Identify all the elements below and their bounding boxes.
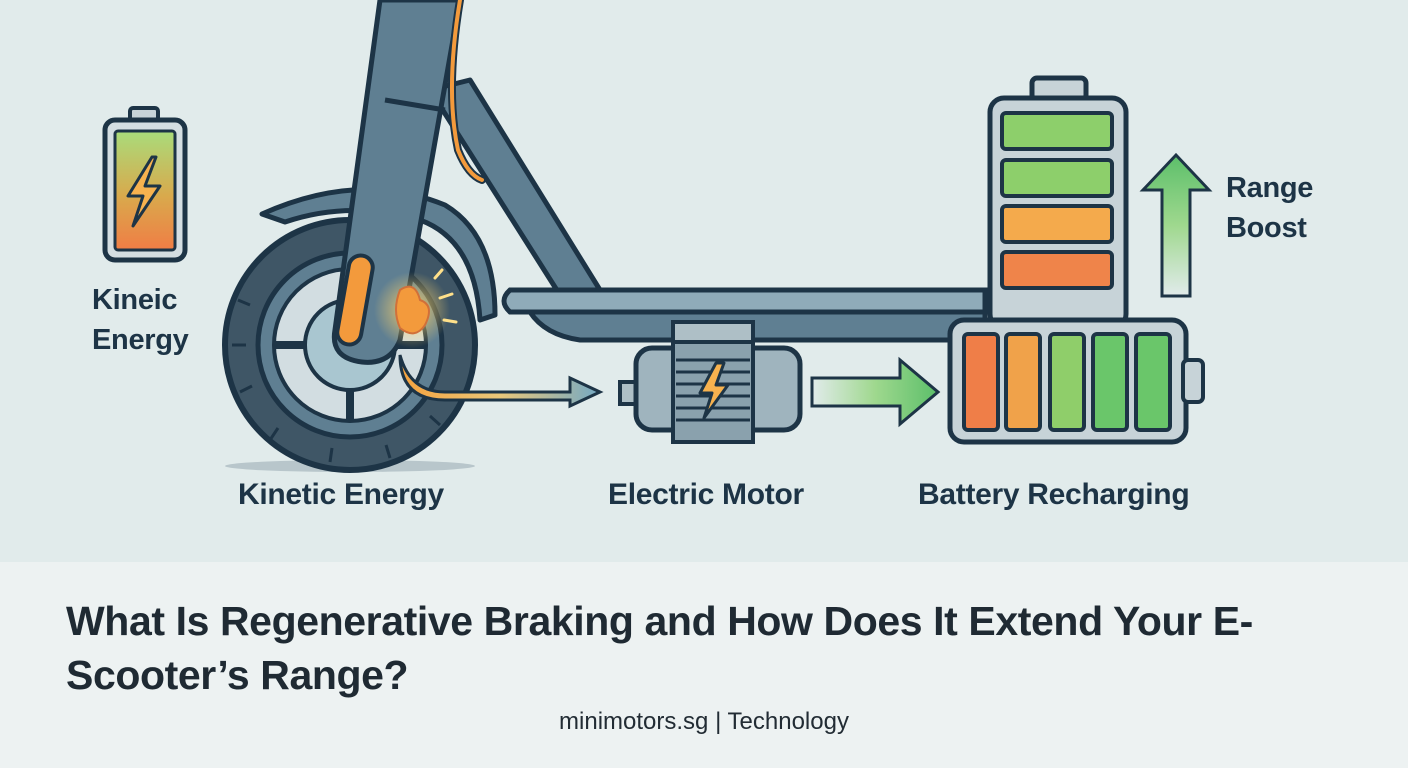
small-battery-icon (102, 106, 188, 263)
left-label-line2: Energy (92, 324, 189, 356)
left-label: Kineic Energy (92, 280, 189, 360)
article-title: What Is Regenerative Braking and How Doe… (66, 598, 1253, 698)
flow-arrow-icon (398, 354, 604, 409)
article-byline: minimotors.sg | Technology (559, 708, 849, 735)
green-arrow-icon (810, 356, 941, 428)
vertical-battery-icon (987, 75, 1129, 331)
horizontal-battery-icon (947, 317, 1205, 445)
regenerative-braking-diagram (102, 0, 1213, 473)
caption-kinetic-energy: Kinetic Energy (238, 478, 444, 511)
electric-motor-icon (618, 320, 803, 444)
left-label-line1: Kineic (92, 284, 178, 316)
scooter-illustration (222, 0, 988, 473)
hero-illustration: Kineic Energy Range Boost Kinetic Energy… (92, 0, 1314, 511)
lightning-icon (126, 155, 162, 228)
range-boost-line1: Range (1226, 172, 1314, 204)
article-footer (0, 562, 1408, 768)
range-boost-line2: Boost (1226, 212, 1307, 244)
caption-battery-recharging: Battery Recharging (918, 478, 1190, 511)
up-arrow-icon (1139, 152, 1213, 298)
range-boost-label: Range Boost (1226, 168, 1313, 248)
caption-electric-motor: Electric Motor (608, 478, 804, 511)
